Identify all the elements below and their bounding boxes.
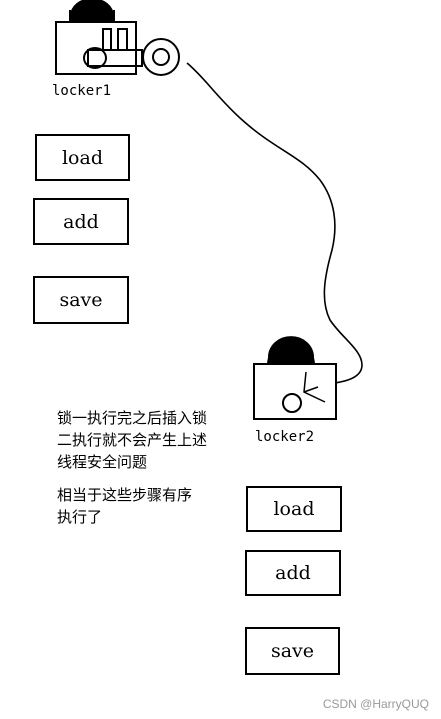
locker2-label: locker2 <box>255 429 315 445</box>
note-line-2: 二执行就不会产生上述 <box>57 431 208 449</box>
note-line-3: 线程安全问题 <box>57 453 148 471</box>
locker1-add-box: add <box>33 198 129 245</box>
note-line-1: 锁一执行完之后插入锁 <box>57 409 208 427</box>
locker2-save-box: save <box>245 627 340 675</box>
locker1-padlock-icon <box>55 0 137 75</box>
locker1-save-box: save <box>33 276 129 324</box>
locker2-key-icon <box>282 371 326 413</box>
note-line-5: 执行了 <box>57 508 103 526</box>
locker2-padlock-icon <box>253 336 337 420</box>
locker1-key-icon <box>83 28 180 76</box>
watermark: CSDN @HarryQUQ <box>322 697 429 711</box>
note-line-4: 相当于这些步骤有序 <box>57 486 193 504</box>
connection-wire <box>186 62 363 391</box>
locker2-add-box: add <box>245 550 341 596</box>
locker2-load-box: load <box>246 486 342 532</box>
locker1-label: locker1 <box>52 83 112 99</box>
locker1-load-box: load <box>35 134 130 181</box>
